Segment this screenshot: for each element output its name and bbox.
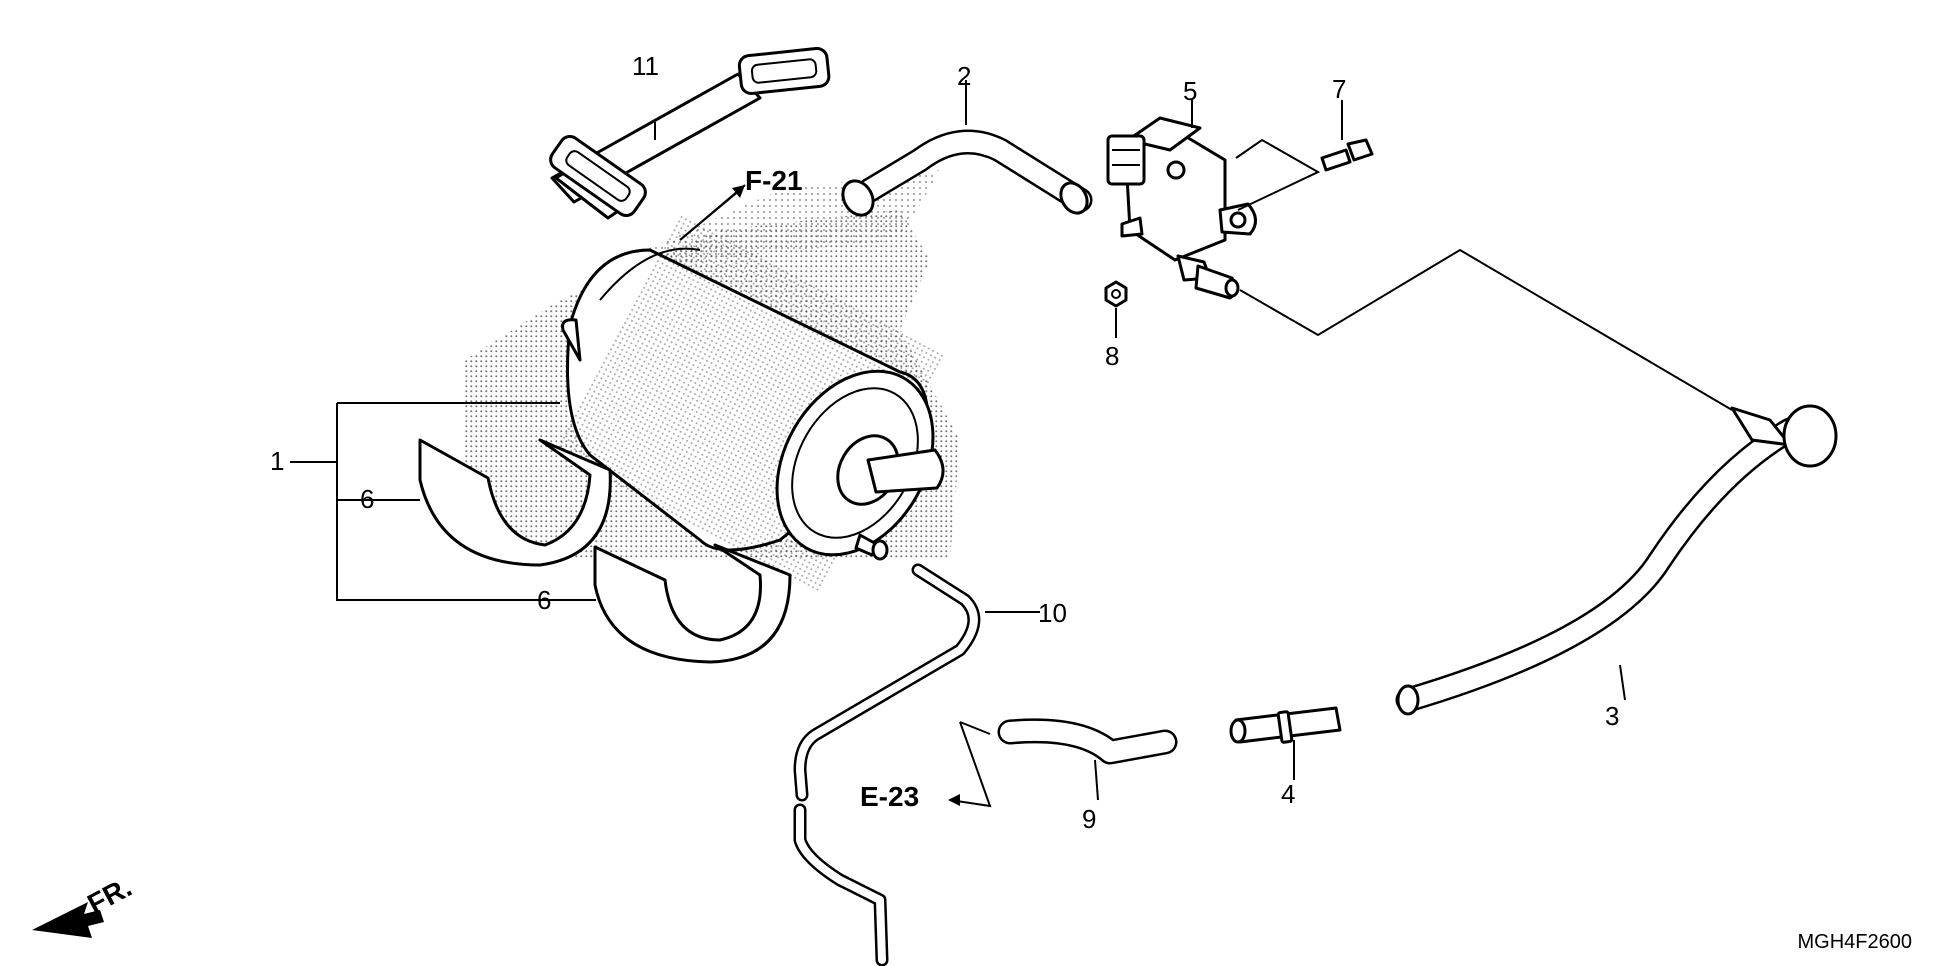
diagram-code: MGH4F2600	[1797, 931, 1913, 953]
canister-cushion-rubber-upper[interactable]	[418, 438, 612, 567]
callout-8: 8	[1105, 341, 1119, 371]
reference-e23[interactable]: E-23	[860, 781, 919, 812]
callout-2: 2	[957, 61, 971, 91]
f21-arrow	[679, 184, 746, 241]
hose-joint[interactable]	[1229, 706, 1342, 744]
callout-1: 1	[270, 446, 284, 476]
purge-hose-upper[interactable]	[837, 129, 1093, 221]
callout-4: 4	[1281, 779, 1295, 809]
canister-band[interactable]	[547, 46, 831, 220]
short-hose[interactable]	[997, 718, 1178, 765]
callout-6-lower: 6	[537, 585, 551, 615]
reference-f21[interactable]: F-21	[745, 165, 803, 196]
canister-cushion-rubber-lower[interactable]	[593, 543, 792, 664]
callout-9: 9	[1082, 804, 1096, 834]
callout-7: 7	[1332, 74, 1346, 104]
callout-5: 5	[1183, 76, 1197, 106]
purge-hose-long[interactable]	[1395, 404, 1838, 716]
drain-tube[interactable]	[793, 563, 981, 966]
canister-body[interactable]	[554, 215, 964, 595]
callout-10: 10	[1038, 598, 1067, 628]
e23-arrow	[948, 794, 960, 806]
callout-11: 11	[632, 51, 659, 81]
flange-bolt[interactable]	[1320, 138, 1374, 172]
front-direction-icon	[32, 902, 104, 938]
callout-6-upper: 6	[360, 484, 374, 514]
purge-control-solenoid-valve[interactable]	[1106, 116, 1257, 300]
flange-nut[interactable]	[1104, 280, 1128, 308]
callout-3: 3	[1605, 701, 1619, 731]
